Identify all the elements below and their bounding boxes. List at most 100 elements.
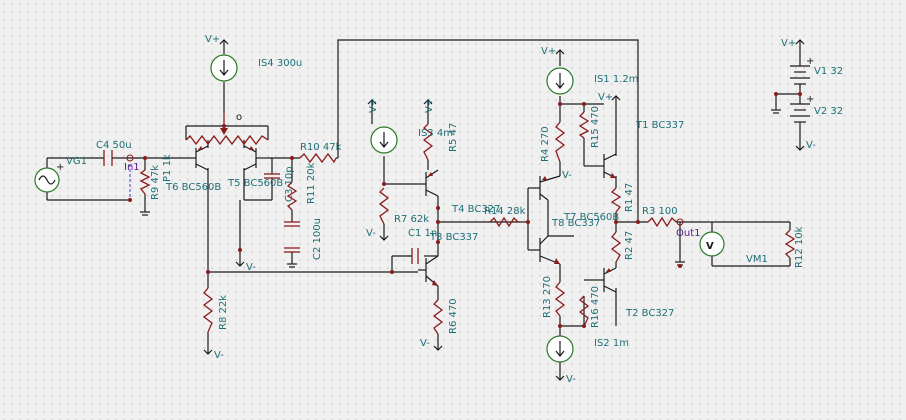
svg-text:V: V xyxy=(706,241,714,252)
label-r14: R14 28k xyxy=(484,206,526,217)
resistors xyxy=(139,111,796,335)
ground-symbols xyxy=(140,109,781,268)
top-potentiometer[interactable]: o xyxy=(185,112,269,146)
vminus-arrow-icon xyxy=(203,346,213,355)
t2-transistor xyxy=(598,267,617,293)
voltmeter-icon xyxy=(699,231,725,257)
label-r15: R15 470 xyxy=(590,106,601,148)
label-is3: IS3 4m xyxy=(418,128,453,139)
is4-current-source[interactable] xyxy=(210,54,238,82)
vminus-arrow-icon xyxy=(555,372,565,381)
vplus-arrow-icon xyxy=(795,39,805,48)
t5-transistor xyxy=(243,145,268,171)
label-r8: R8 22k xyxy=(218,295,229,330)
r10-resistor xyxy=(299,152,337,164)
vg1-generator[interactable]: + xyxy=(34,162,64,193)
t3-transistor xyxy=(418,255,439,287)
label-r12: R12 10k xyxy=(794,226,805,268)
vminus-arrow-icon xyxy=(795,142,805,151)
vplus-label: V+ xyxy=(781,38,796,49)
r1-resistor xyxy=(610,187,622,213)
label-r16: R16 470 xyxy=(590,286,601,328)
r8-resistor xyxy=(202,287,214,333)
vplus-arrow-icon xyxy=(611,95,621,104)
in1-port-icon xyxy=(126,154,134,162)
vplus-label: V+ xyxy=(368,98,379,113)
label-t3: T3 BC337 xyxy=(429,232,478,243)
c3-capacitor xyxy=(264,158,280,179)
t1-transistor xyxy=(598,153,617,179)
label-c1: C1 1n xyxy=(408,228,437,239)
t6-transistor xyxy=(190,145,209,171)
label-v2: V2 32 xyxy=(814,106,843,117)
label-p1: P1 1k xyxy=(162,154,173,182)
vminus-label: V- xyxy=(562,170,572,181)
label-c4: C4 50u xyxy=(96,140,132,151)
vminus-label: V- xyxy=(214,350,224,361)
ground-icon xyxy=(771,109,781,114)
ground-icon xyxy=(287,263,297,268)
label-r7: R7 62k xyxy=(394,214,429,225)
capacitors xyxy=(103,150,419,264)
vplus-arrow-icon xyxy=(367,99,377,108)
label-t5: T5 BC560B xyxy=(227,178,283,189)
t7-transistor xyxy=(528,175,561,201)
vm1-voltmeter[interactable]: V xyxy=(699,231,725,257)
vminus-arrow-icon xyxy=(379,232,389,241)
label-is4: IS4 300u xyxy=(258,58,302,69)
label-r11: R11 20k xyxy=(306,162,317,204)
label-vg1: VG1 xyxy=(66,156,87,167)
label-t7: T7 BC560B xyxy=(563,212,619,223)
ground-icon xyxy=(140,211,150,216)
c4-capacitor xyxy=(103,150,118,166)
label-r4: R4 270 xyxy=(540,126,551,162)
r16-resistor xyxy=(578,295,590,327)
r2-resistor xyxy=(610,231,622,263)
label-r6: R6 470 xyxy=(448,298,459,334)
r7-resistor xyxy=(378,187,390,225)
label-r5: R5 47 xyxy=(448,123,459,152)
vplus-arrow-icon xyxy=(555,49,565,58)
is1-current-source[interactable] xyxy=(546,67,574,95)
is2-current-source[interactable] xyxy=(546,335,574,363)
label-in1: In1 xyxy=(124,162,140,173)
vminus-label: V- xyxy=(420,338,430,349)
vplus-label: V+ xyxy=(598,92,613,103)
battery-v1[interactable]: + xyxy=(790,56,814,85)
c1-capacitor xyxy=(411,248,419,264)
label-t8: T8 BC337 xyxy=(551,218,600,229)
vminus-arrow-icon xyxy=(235,258,245,267)
label-is1: IS1 1.2m xyxy=(594,74,638,85)
vminus-label: V- xyxy=(246,262,256,273)
svg-text:+: + xyxy=(806,94,814,105)
label-t4: T4 BC327 xyxy=(451,204,500,215)
vminus-label: V- xyxy=(566,374,576,385)
is3-current-source[interactable] xyxy=(370,126,398,154)
vplus-arrow-icon xyxy=(423,99,433,108)
r4-resistor xyxy=(554,121,566,163)
r11-resistor xyxy=(286,181,298,211)
battery-v2[interactable]: + xyxy=(790,94,814,123)
t4-transistor xyxy=(420,169,439,197)
vplus-label: V+ xyxy=(424,98,435,113)
c2-capacitor xyxy=(284,221,300,253)
label-r13: R13 270 xyxy=(542,276,553,318)
svg-text:+: + xyxy=(806,56,814,67)
r14-resistor xyxy=(489,216,520,228)
r6-resistor xyxy=(432,299,444,335)
label-t6: T6 BC560B xyxy=(165,182,221,193)
label-out1: Out1 xyxy=(676,228,701,239)
junction-nodes xyxy=(128,92,802,328)
r13-resistor xyxy=(554,281,566,317)
r12-resistor xyxy=(784,229,796,259)
svg-text:+: + xyxy=(56,162,64,173)
label-c2: C2 100u xyxy=(312,218,323,260)
vplus-arrow-icon xyxy=(219,39,229,48)
label-v1: V1 32 xyxy=(814,66,843,77)
r3-resistor xyxy=(647,216,677,228)
label-vm1: VM1 xyxy=(746,254,768,265)
label-is2: IS2 1m xyxy=(594,338,629,349)
r5-resistor xyxy=(422,123,434,161)
